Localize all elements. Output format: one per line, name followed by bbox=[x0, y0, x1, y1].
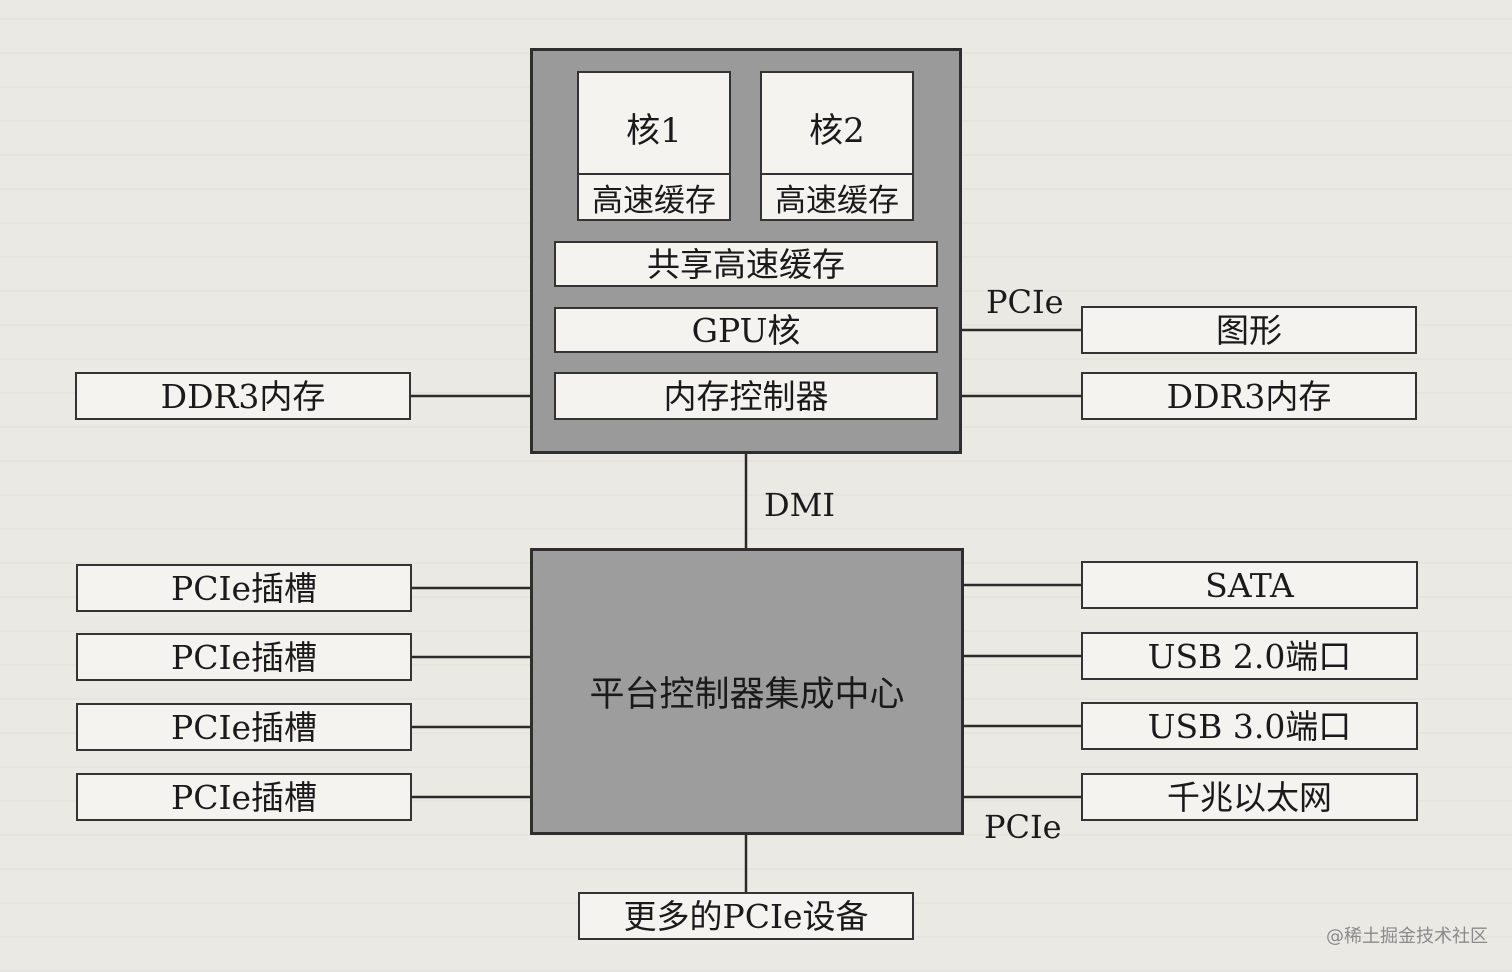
sata: SATA bbox=[1081, 561, 1418, 609]
shared-cache: 共享高速缓存 bbox=[554, 241, 938, 287]
core-1-block: 核1 高速缓存 bbox=[577, 71, 731, 221]
core-2-label: 核2 bbox=[809, 111, 865, 151]
left-ddr3-memory: DDR3内存 bbox=[75, 372, 411, 420]
usb-2-port: USB 2.0端口 bbox=[1081, 632, 1418, 680]
pcie-slot-4: PCIe插槽 bbox=[76, 773, 412, 821]
pcie-slot-2: PCIe插槽 bbox=[76, 633, 412, 681]
watermark: @稀土掘金技术社区 bbox=[1326, 926, 1488, 947]
core-1-label: 核1 bbox=[626, 111, 682, 151]
core-2-cache: 高速缓存 bbox=[762, 173, 912, 219]
pcie-label-bottom: PCIe bbox=[984, 808, 1062, 846]
hub-label: 平台控制器集成中心 bbox=[589, 675, 905, 715]
more-pcie-devices: 更多的PCIe设备 bbox=[578, 892, 914, 940]
graphics: 图形 bbox=[1081, 306, 1417, 354]
dmi-label: DMI bbox=[764, 486, 836, 524]
core-1-cache: 高速缓存 bbox=[579, 173, 729, 219]
pcie-slot-3: PCIe插槽 bbox=[76, 703, 412, 751]
memory-controller: 内存控制器 bbox=[554, 372, 938, 420]
pcie-label-top: PCIe bbox=[986, 283, 1064, 321]
right-ddr3-memory: DDR3内存 bbox=[1081, 372, 1417, 420]
core-2-block: 核2 高速缓存 bbox=[760, 71, 914, 221]
usb-3-port: USB 3.0端口 bbox=[1081, 702, 1418, 750]
gpu-core: GPU核 bbox=[554, 307, 938, 353]
platform-controller-hub: 平台控制器集成中心 bbox=[530, 548, 964, 835]
gigabit-ethernet: 千兆以太网 bbox=[1081, 773, 1418, 821]
pcie-slot-1: PCIe插槽 bbox=[76, 564, 412, 612]
